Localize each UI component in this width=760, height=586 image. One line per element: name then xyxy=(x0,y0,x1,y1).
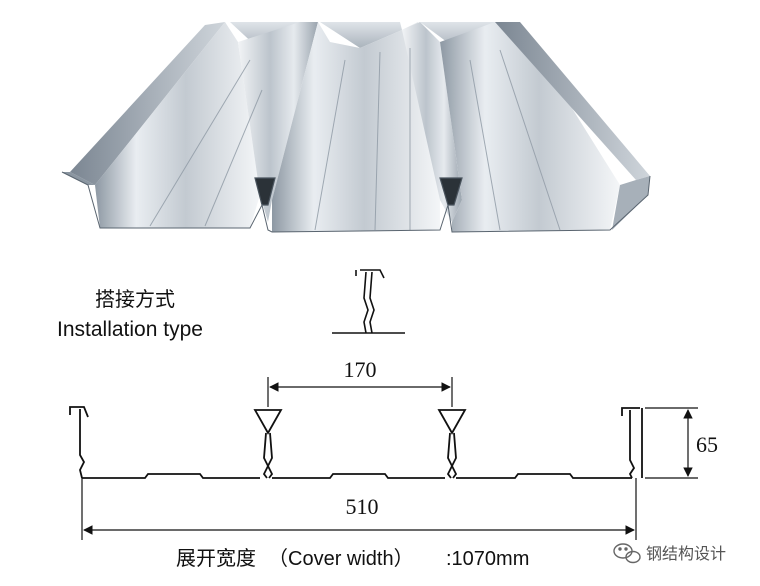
dimension-module-width: 510 xyxy=(83,494,635,535)
deck-illustration xyxy=(61,22,651,233)
watermark: 钢结构设计 xyxy=(613,543,726,564)
cover-width-caption: 展开宽度 （Cover width） :1070mm xyxy=(176,546,529,570)
installation-label-en: Installation type xyxy=(57,318,203,341)
installation-label-cn: 搭接方式 xyxy=(95,287,175,311)
installation-joint-icon xyxy=(332,269,405,334)
module-width-value: 510 xyxy=(346,494,379,519)
rib-extension-lines xyxy=(81,377,698,540)
dimension-height: 65 xyxy=(683,409,718,477)
height-value: 65 xyxy=(696,432,718,457)
cover-width-value: :1070mm xyxy=(446,548,529,570)
watermark-text: 钢结构设计 xyxy=(646,544,726,563)
cover-width-label-cn: 展开宽度 xyxy=(176,546,256,570)
cover-width-label-en: （Cover width） xyxy=(268,547,414,570)
rib-spacing-value: 170 xyxy=(344,357,377,382)
dimension-rib-spacing: 170 xyxy=(269,357,451,392)
deck-profile-section xyxy=(69,406,643,479)
wechat-icon xyxy=(613,543,641,564)
